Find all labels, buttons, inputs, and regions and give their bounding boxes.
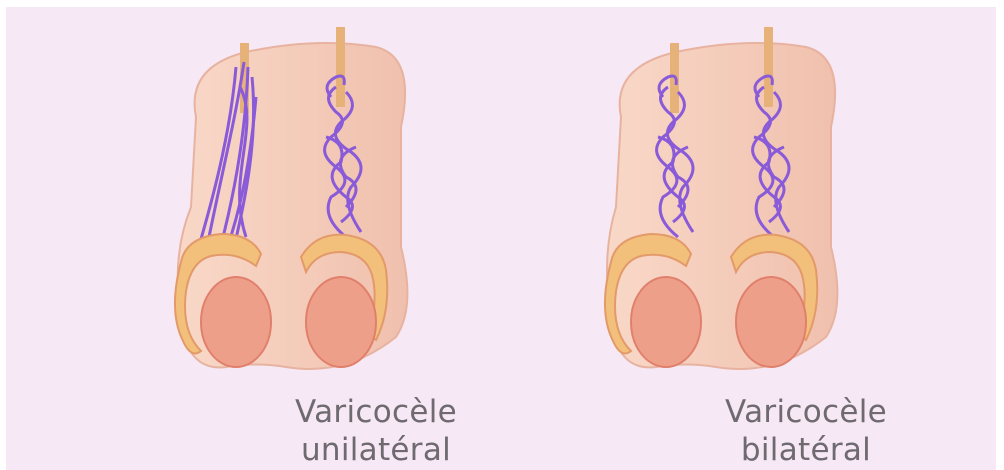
caption-line2: bilatéral	[596, 432, 1004, 468]
caption-line1: Varicocèle	[596, 394, 1004, 430]
right-cord	[764, 27, 773, 107]
figure-unilateral: Varicocèle unilatéral	[166, 7, 586, 470]
figure-bilateral: Varicocèle bilatéral	[596, 7, 1004, 470]
caption-line2: unilatéral	[166, 432, 586, 468]
caption-line1: Varicocèle	[166, 394, 586, 430]
illustration-panel: Varicocèle unilatéral	[6, 7, 996, 470]
right-cord	[336, 27, 345, 107]
